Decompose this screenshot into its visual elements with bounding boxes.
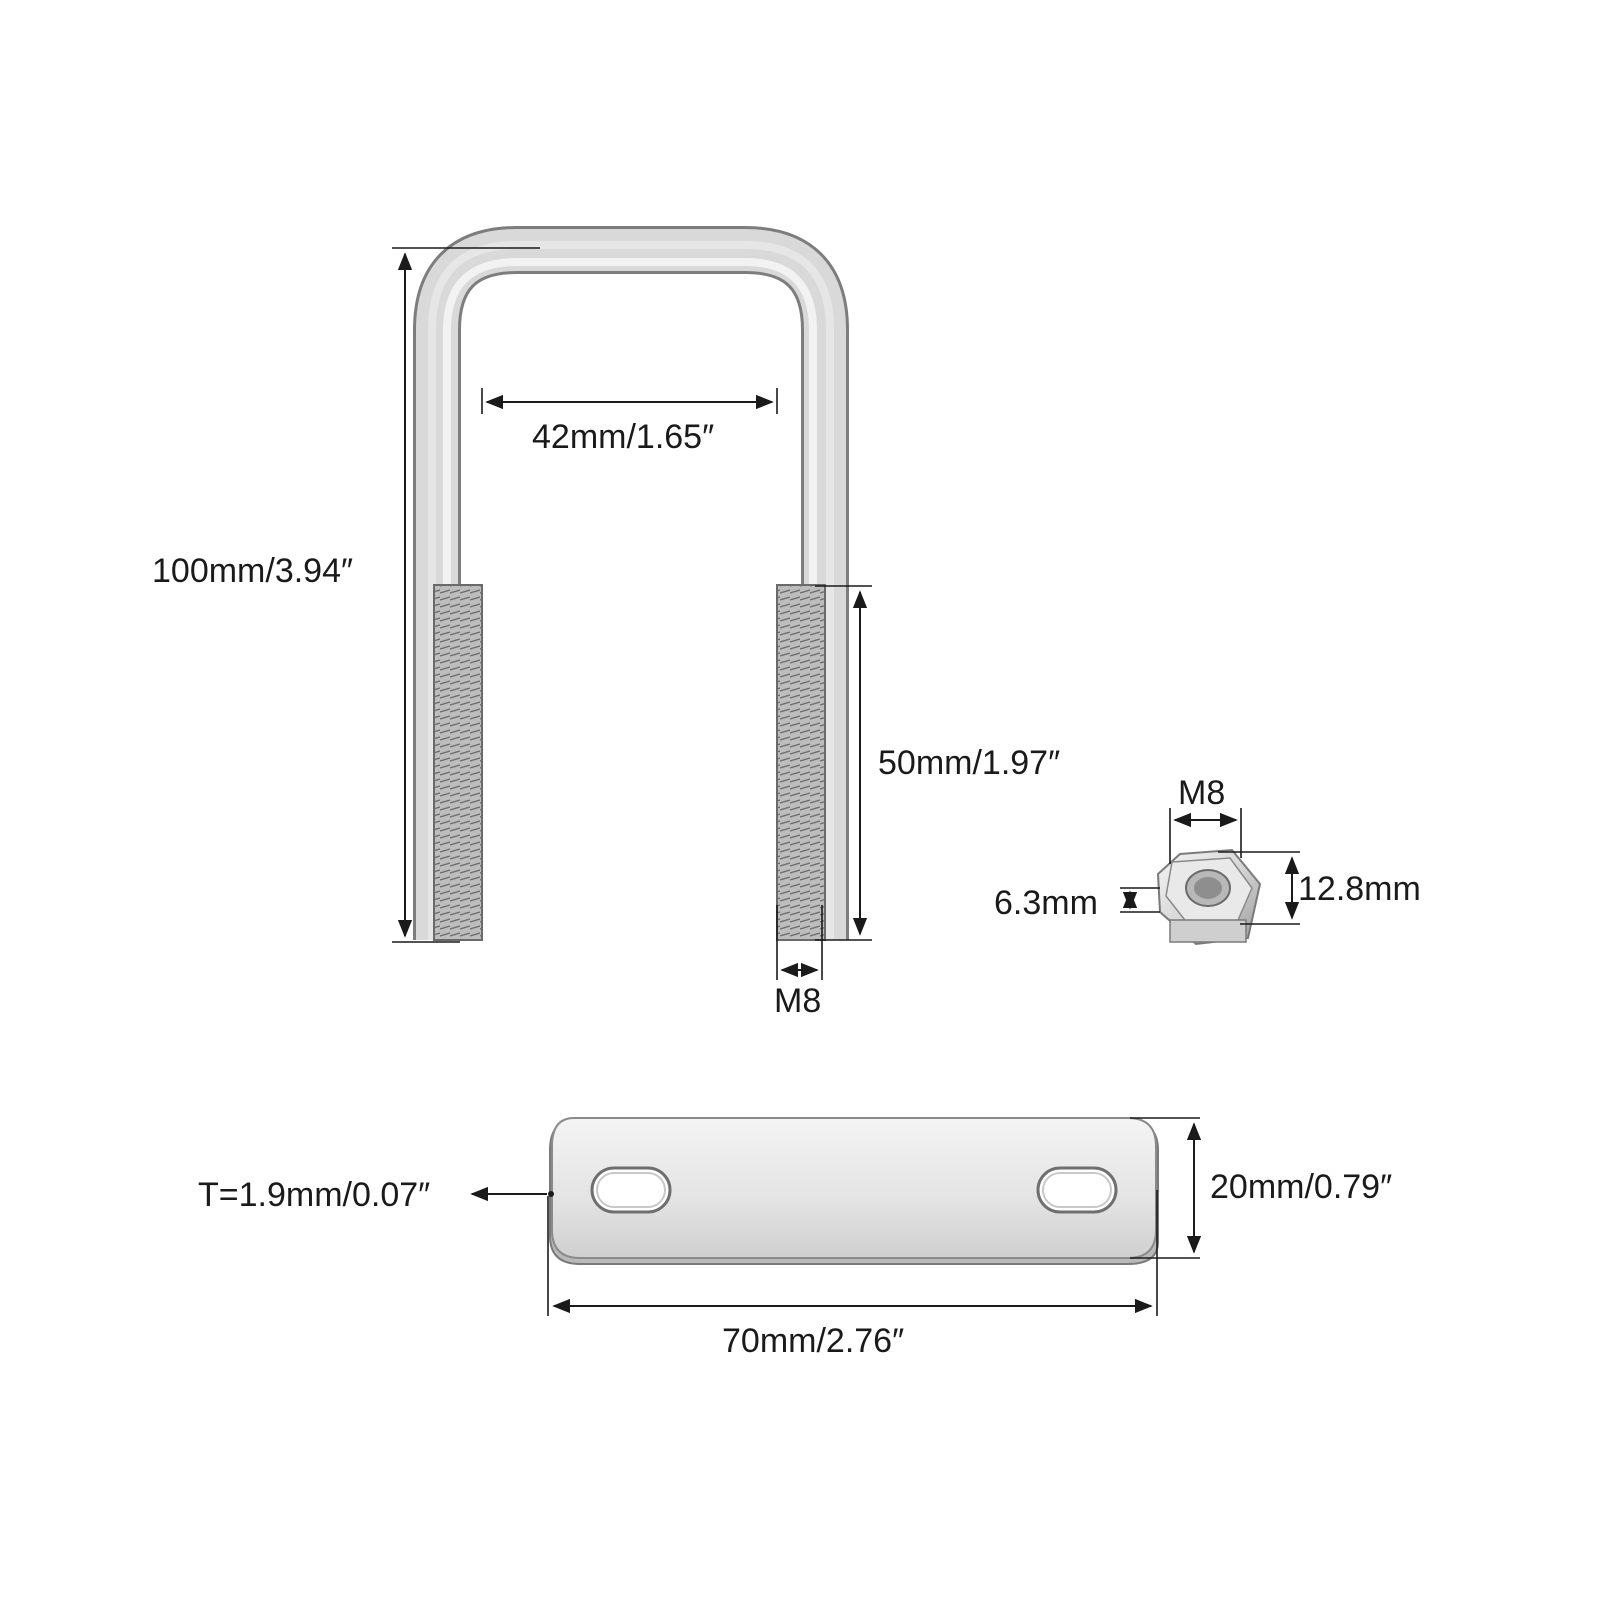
left-slot <box>590 1166 672 1214</box>
ubolt-thread-size-dimension: M8 <box>774 905 823 1020</box>
hex-nut <box>1156 848 1262 946</box>
plate-width-label: 20mm/0.79″ <box>1210 1168 1392 1206</box>
plate-length-label: 70mm/2.76″ <box>722 1322 904 1360</box>
nut-thickness-label: 6.3mm <box>994 884 1098 922</box>
nut-width-label: 12.8mm <box>1298 870 1421 908</box>
backing-plate <box>549 1117 1159 1265</box>
nut-thickness-dimension: 6.3mm <box>994 884 1160 922</box>
plate-length-dimension: 70mm/2.76″ <box>547 1190 1158 1360</box>
plate-width-dimension: 20mm/0.79″ <box>1130 1117 1392 1259</box>
ubolt-inner-width-dimension: 42mm/1.65″ <box>481 388 778 456</box>
ubolt-height-dimension: 100mm/3.94″ <box>152 247 540 943</box>
ubolt-thread-length-label: 50mm/1.97″ <box>878 744 1060 782</box>
u-bolt <box>413 226 849 941</box>
plate-thickness-callout: T=1.9mm/0.07″ <box>198 1176 554 1214</box>
ubolt-thread-size-label: M8 <box>774 982 821 1020</box>
ubolt-thread-length-dimension: 50mm/1.97″ <box>815 585 1060 941</box>
plate-thickness-label: T=1.9mm/0.07″ <box>198 1176 430 1214</box>
ubolt-height-label: 100mm/3.94″ <box>152 552 353 590</box>
u-bolt-rod <box>413 226 849 940</box>
ubolt-inner-width-label: 42mm/1.65″ <box>532 418 714 456</box>
nut-width-dimension: 12.8mm <box>1218 851 1421 925</box>
right-slot <box>1036 1166 1118 1214</box>
plate-face <box>551 1117 1157 1259</box>
nut-thread-dimension: M8 <box>1169 774 1242 864</box>
nut-thread-label: M8 <box>1178 774 1225 812</box>
